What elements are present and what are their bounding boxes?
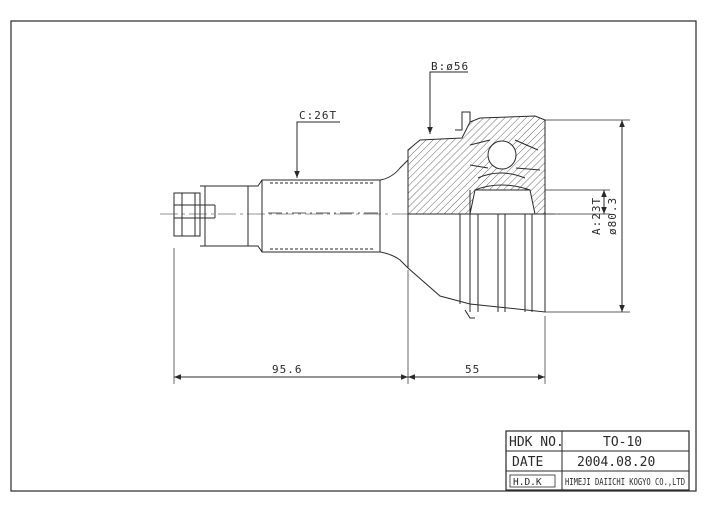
date-label: DATE bbox=[512, 455, 543, 470]
svg-text:ø80.3: ø80.3 bbox=[606, 197, 619, 235]
svg-text:B:ø56: B:ø56 bbox=[431, 60, 469, 73]
drawing-border bbox=[10, 20, 697, 492]
dimension-inner-spline: A:23T bbox=[545, 189, 610, 235]
cv-joint-housing bbox=[160, 111, 560, 319]
label-outer-spline: B:ø56 bbox=[427, 60, 469, 134]
svg-text:C:26T: C:26T bbox=[299, 109, 337, 122]
cv-joint-shaft bbox=[173, 159, 409, 269]
hdk-no-value: TO-10 bbox=[603, 435, 642, 450]
dimension-outer-diameter: ø80.3 bbox=[545, 119, 630, 313]
company-name: HIMEJI DAIICHI KOGYO CO.,LTD bbox=[565, 477, 685, 488]
company-logo: H.D.K bbox=[513, 477, 542, 488]
date-value: 2004.08.20 bbox=[577, 455, 655, 470]
hdk-no-label: HDK NO. bbox=[509, 435, 564, 450]
label-shaft-spline: C:26T bbox=[294, 109, 340, 178]
svg-text:55: 55 bbox=[465, 363, 480, 376]
svg-text:95.6: 95.6 bbox=[272, 363, 303, 376]
dimension-housing-length: 55 bbox=[408, 316, 546, 384]
title-block: HDK NO. TO-10 DATE 2004.08.20 H.D.K HIME… bbox=[505, 430, 690, 491]
svg-text:A:23T: A:23T bbox=[590, 197, 603, 235]
dimension-shaft-length: 95.6 bbox=[173, 248, 409, 384]
